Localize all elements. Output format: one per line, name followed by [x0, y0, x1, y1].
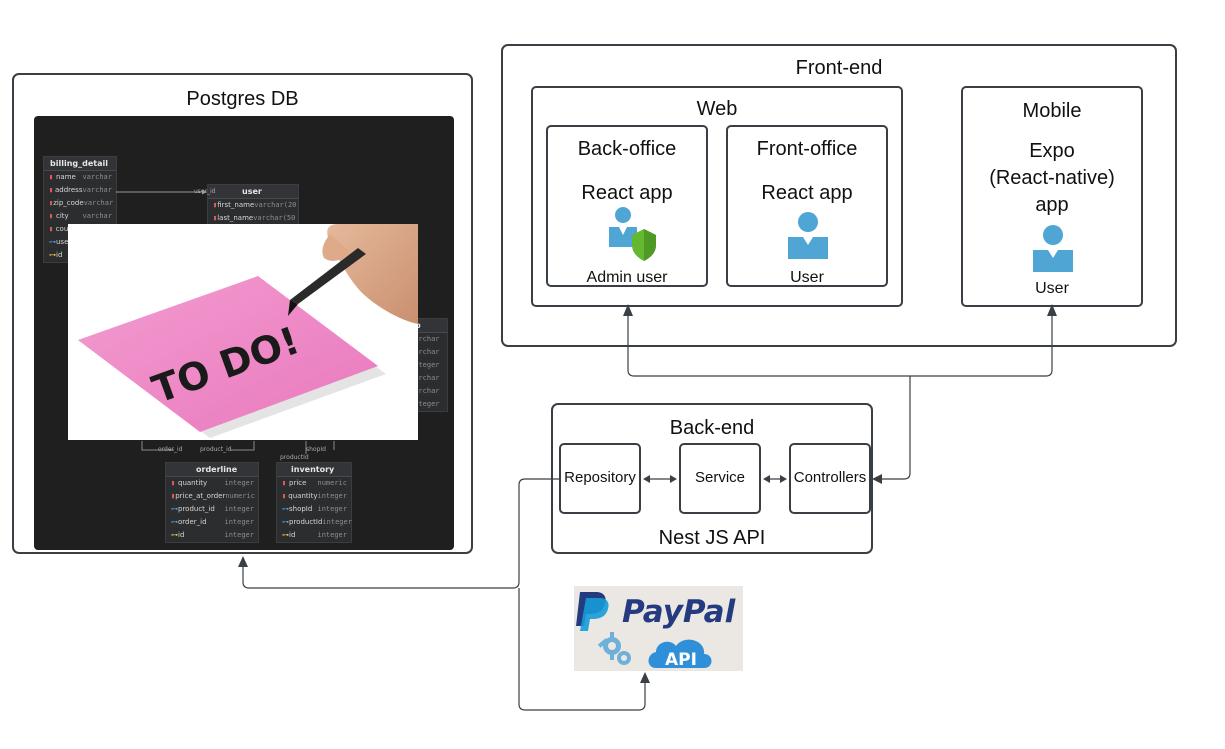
backend-footer: Nest JS API [658, 527, 766, 549]
relation-label: product_id [200, 446, 232, 453]
table-title: inventory [277, 463, 351, 477]
frontoffice-box: Front-office React app User [726, 125, 888, 287]
web-title: Web [696, 98, 738, 120]
db-relation-lines [116, 189, 335, 454]
mobile-box: Mobile Expo (React-native) app User [961, 86, 1143, 307]
controllers-box: Controllers [789, 443, 871, 514]
mobile-app-line3: app [1035, 194, 1069, 216]
table-row: varchar [405, 333, 447, 346]
backoffice-title: Back-office [577, 138, 677, 160]
table-row: integer [405, 398, 447, 411]
table-title: orderline [166, 463, 258, 477]
relation-label: productId [280, 454, 309, 461]
service-box: Service [679, 443, 761, 514]
todo-sticky-note-image: TO DO! [68, 224, 418, 440]
paypal-api-logo: PayPal API [574, 586, 743, 671]
repository-box: Repository [559, 443, 641, 514]
admin-user-label: Admin user [586, 269, 668, 286]
mobile-app-line2: (React-native) [989, 167, 1115, 189]
svg-text:API: API [665, 650, 697, 670]
paypal-brand-text: PayPal [622, 594, 736, 630]
controllers-label: Controllers [793, 469, 867, 486]
gears-icon [597, 632, 631, 665]
cloud-api-icon: API [648, 639, 712, 670]
table-row: varchar [405, 385, 447, 398]
mobile-app-line1: Expo [1029, 140, 1075, 162]
postgres-db-title: Postgres DB [186, 88, 299, 110]
table-title: user [208, 185, 298, 199]
user-icon [1033, 225, 1073, 272]
service-label: Service [694, 469, 746, 486]
backend-title: Back-end [669, 417, 755, 439]
table-row: varchar [405, 346, 447, 359]
mobile-user-label: User [1035, 280, 1069, 297]
relation-label: shopId [306, 446, 326, 453]
mobile-title: Mobile [1022, 100, 1082, 122]
backoffice-box: Back-office React app Admin user [546, 125, 708, 287]
table-title: billing_detail [44, 157, 116, 171]
frontoffice-app: React app [761, 182, 853, 204]
user-icon [788, 212, 828, 259]
frontoffice-title: Front-office [756, 138, 858, 160]
frontoffice-user-label: User [790, 269, 824, 286]
table-row: integer [405, 359, 447, 372]
repository-label: Repository [564, 469, 636, 486]
frontend-title: Front-end [795, 57, 883, 79]
admin-user-icon [609, 207, 656, 261]
backoffice-app: React app [581, 182, 673, 204]
table-row: varchar [405, 372, 447, 385]
